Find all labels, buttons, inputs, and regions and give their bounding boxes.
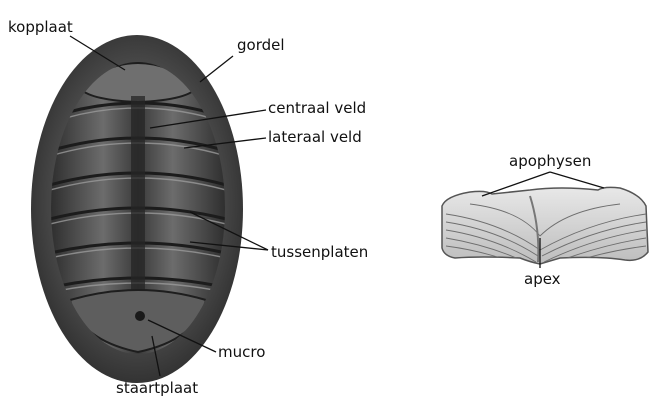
label-kopplaat: kopplaat [8,18,73,36]
label-staartplaat: staartplaat [116,379,198,397]
chiton-body [31,35,243,383]
label-centraal-veld: centraal veld [268,99,366,117]
label-gordel: gordel [237,36,285,54]
intermediate-valve-drawing [442,187,648,270]
label-mucro: mucro [218,343,265,361]
mucro-point [135,311,145,321]
label-lateraal-veld: lateraal veld [268,128,362,146]
label-apophysen: apophysen [509,152,591,170]
label-apex: apex [524,270,561,288]
label-tussenplaten: tussenplaten [271,243,368,261]
valve-outline [442,187,648,264]
